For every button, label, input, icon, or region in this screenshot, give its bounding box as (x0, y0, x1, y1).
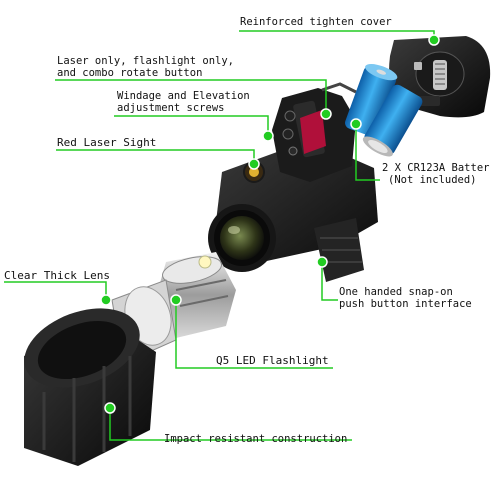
leader-windage (114, 115, 269, 136)
callout-battery-line1: 2 X CR123A Batter (382, 162, 490, 174)
callout-windage-line1: Windage and Elevation (117, 90, 250, 102)
leader-construction (109, 408, 352, 441)
callout-lens: Clear Thick Lens (4, 269, 110, 282)
callout-flashlight: Q5 LED Flashlight (216, 354, 329, 367)
leader-battery (355, 124, 380, 181)
leader-laser-sight (56, 149, 255, 164)
marker-construction (104, 402, 116, 414)
callout-construction: Impact resistant construction (164, 433, 348, 445)
callout-rotate-button-line1: Laser only, flashlight only, (57, 55, 235, 67)
callout-cover: Reinforced tighten cover (240, 16, 392, 28)
marker-laser-sight (248, 158, 260, 170)
leader-rotate-button (55, 79, 327, 114)
end-cap (24, 308, 156, 466)
marker-cover (428, 34, 440, 46)
marker-flashlight (170, 294, 182, 306)
laser-flashlight-body (208, 82, 378, 282)
callout-battery-line2: (Not included) (388, 174, 477, 186)
marker-battery (350, 118, 362, 130)
leader-lens (4, 281, 107, 300)
leader-flashlight (175, 300, 333, 369)
marker-snap-on (316, 256, 328, 268)
callout-leaders (4, 30, 435, 441)
callout-snap-on-line1: One handed snap-on (339, 286, 453, 298)
marker-rotate-button (320, 108, 332, 120)
callout-windage-line2: adjustment screws (117, 102, 225, 114)
leader-snap-on (321, 262, 338, 301)
marker-windage (262, 130, 274, 142)
leader-cover (239, 30, 435, 40)
callout-laser-sight: Red Laser Sight (57, 136, 157, 149)
callout-rotate-button-line2: and combo rotate button (57, 67, 203, 79)
callout-snap-on-line2: push button interface (339, 298, 472, 310)
callout-markers (100, 34, 440, 414)
marker-lens (100, 294, 112, 306)
